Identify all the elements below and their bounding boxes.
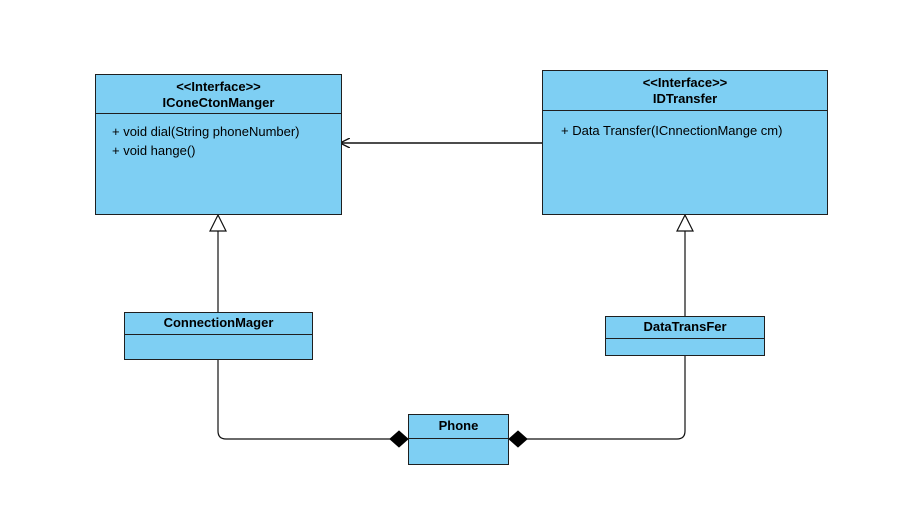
iconnection-interface-box: <<Interface>> IConeCtonManger + void dia… — [95, 74, 342, 215]
iconnection-method-hange: + void hange() — [112, 143, 196, 158]
composition-diamond-left — [389, 430, 409, 448]
connection-manager-header: ConnectionMager — [125, 313, 312, 335]
phone-header: Phone — [409, 415, 508, 439]
idtransfer-methods: + Data Transfer(ICnnectionMange cm) — [543, 111, 827, 140]
connection-manager-class-box: ConnectionMager — [124, 312, 313, 360]
data-transfer-header: DataTransFer — [606, 317, 764, 339]
data-transfer-class-name: DataTransFer — [643, 319, 727, 334]
composition-line-data-transfer-to-phone — [527, 356, 686, 440]
idtransfer-method-data-transfer: + Data Transfer(ICnnectionMange cm) — [561, 123, 783, 138]
iconnection-method-dial: + void dial(String phoneNumber) — [112, 124, 300, 139]
idtransfer-interface-header: <<Interface>> IDTransfer — [543, 71, 827, 111]
composition-diamond-right — [508, 430, 528, 448]
connection-manager-class-name: ConnectionMager — [163, 315, 274, 330]
idtransfer-stereotype: <<Interface>> — [642, 75, 728, 90]
iconnection-class-name: IConeCtonManger — [162, 95, 275, 110]
realization-arrowhead-connection-manager — [209, 213, 227, 232]
idtransfer-interface-box: <<Interface>> IDTransfer + Data Transfer… — [542, 70, 828, 215]
realization-arrowhead-data-transfer — [676, 213, 694, 232]
phone-class-name: Phone — [438, 418, 479, 433]
idtransfer-class-name: IDTransfer — [652, 91, 718, 106]
iconnection-methods: + void dial(String phoneNumber) + void h… — [96, 114, 341, 160]
composition-line-connection-manager-to-phone — [217, 360, 390, 440]
data-transfer-class-box: DataTransFer — [605, 316, 765, 356]
iconnection-interface-header: <<Interface>> IConeCtonManger — [96, 75, 341, 114]
iconnection-stereotype: <<Interface>> — [176, 79, 261, 94]
phone-class-box: Phone — [408, 414, 509, 465]
